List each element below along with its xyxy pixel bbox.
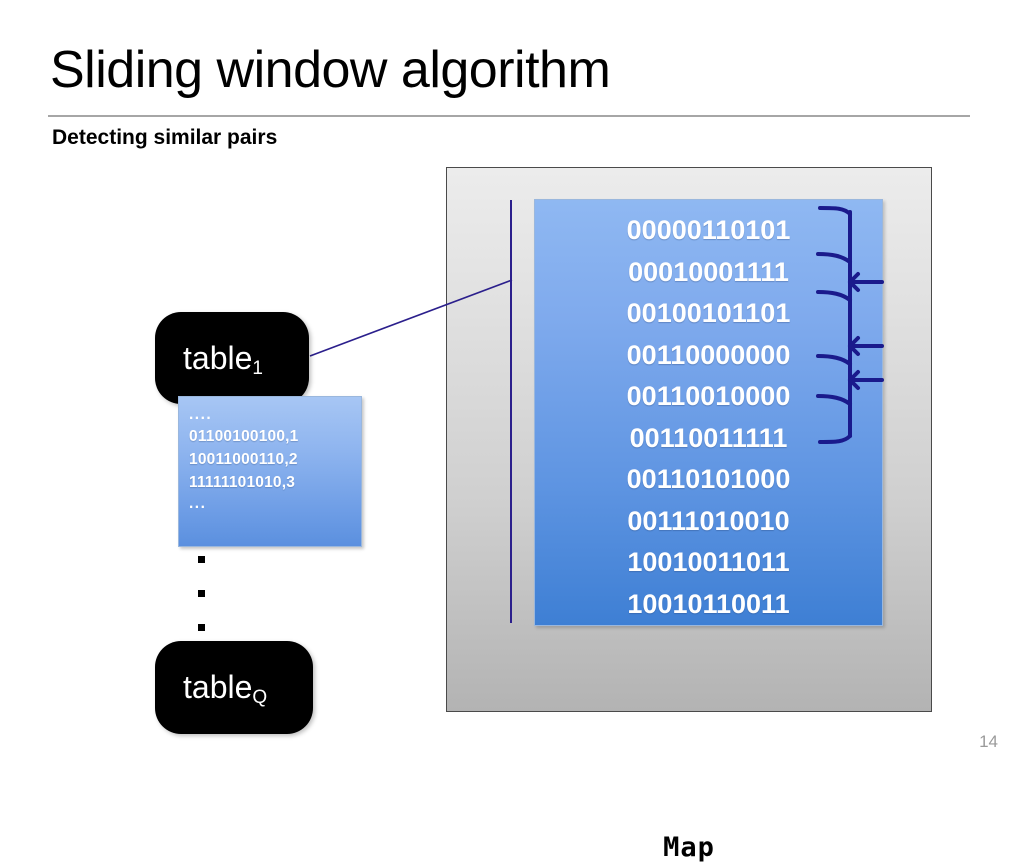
map-panel-label: Map	[663, 832, 715, 863]
table-chip-last[interactable]: tableQ	[155, 641, 313, 734]
sorted-key-row: 00111010010	[627, 505, 790, 536]
table-content-box: .... 01100100100,1 10011000110,2 1111110…	[178, 396, 362, 547]
page-title: Sliding window algorithm	[50, 41, 611, 99]
sorted-key-row: 10010011011	[627, 547, 790, 577]
page-subtitle: Detecting similar pairs	[52, 126, 278, 149]
ellipsis-dot	[198, 590, 205, 597]
table-content-row: 11111101010,3	[189, 474, 296, 491]
sorted-key-row: 00110101000	[626, 464, 791, 494]
title-divider	[48, 115, 970, 117]
sorted-key-row: 00010001111	[628, 256, 789, 287]
table-content-row: 10011000110,2	[189, 451, 298, 468]
table-content-row: 01100100100,1	[189, 428, 299, 445]
page-number: 14	[979, 732, 998, 751]
ellipsis-dot	[198, 556, 205, 563]
table-chip-first-label: table1	[183, 339, 263, 379]
sorted-key-row: 00000110101	[626, 215, 791, 245]
sorted-key-row: 00110011111	[629, 422, 788, 453]
sorted-key-row: 00110000000	[626, 339, 791, 370]
panel-guide-line	[510, 200, 512, 623]
sorted-key-row: 00110010000	[626, 381, 791, 411]
table-chip-first[interactable]: table1	[155, 312, 309, 404]
sorted-keys-box: 00000110101 00010001111 00100101101 0011…	[534, 199, 883, 626]
ellipsis-dot	[198, 624, 205, 631]
table-content-leading-ellipsis: ....	[189, 406, 213, 423]
sorted-key-row: 00100101101	[626, 298, 791, 328]
table-content-trailing-ellipsis: ...	[189, 495, 207, 512]
vertical-ellipsis	[198, 556, 212, 632]
sorted-key-row: 10010110011	[627, 588, 790, 619]
table-chip-last-label: tableQ	[183, 669, 268, 708]
